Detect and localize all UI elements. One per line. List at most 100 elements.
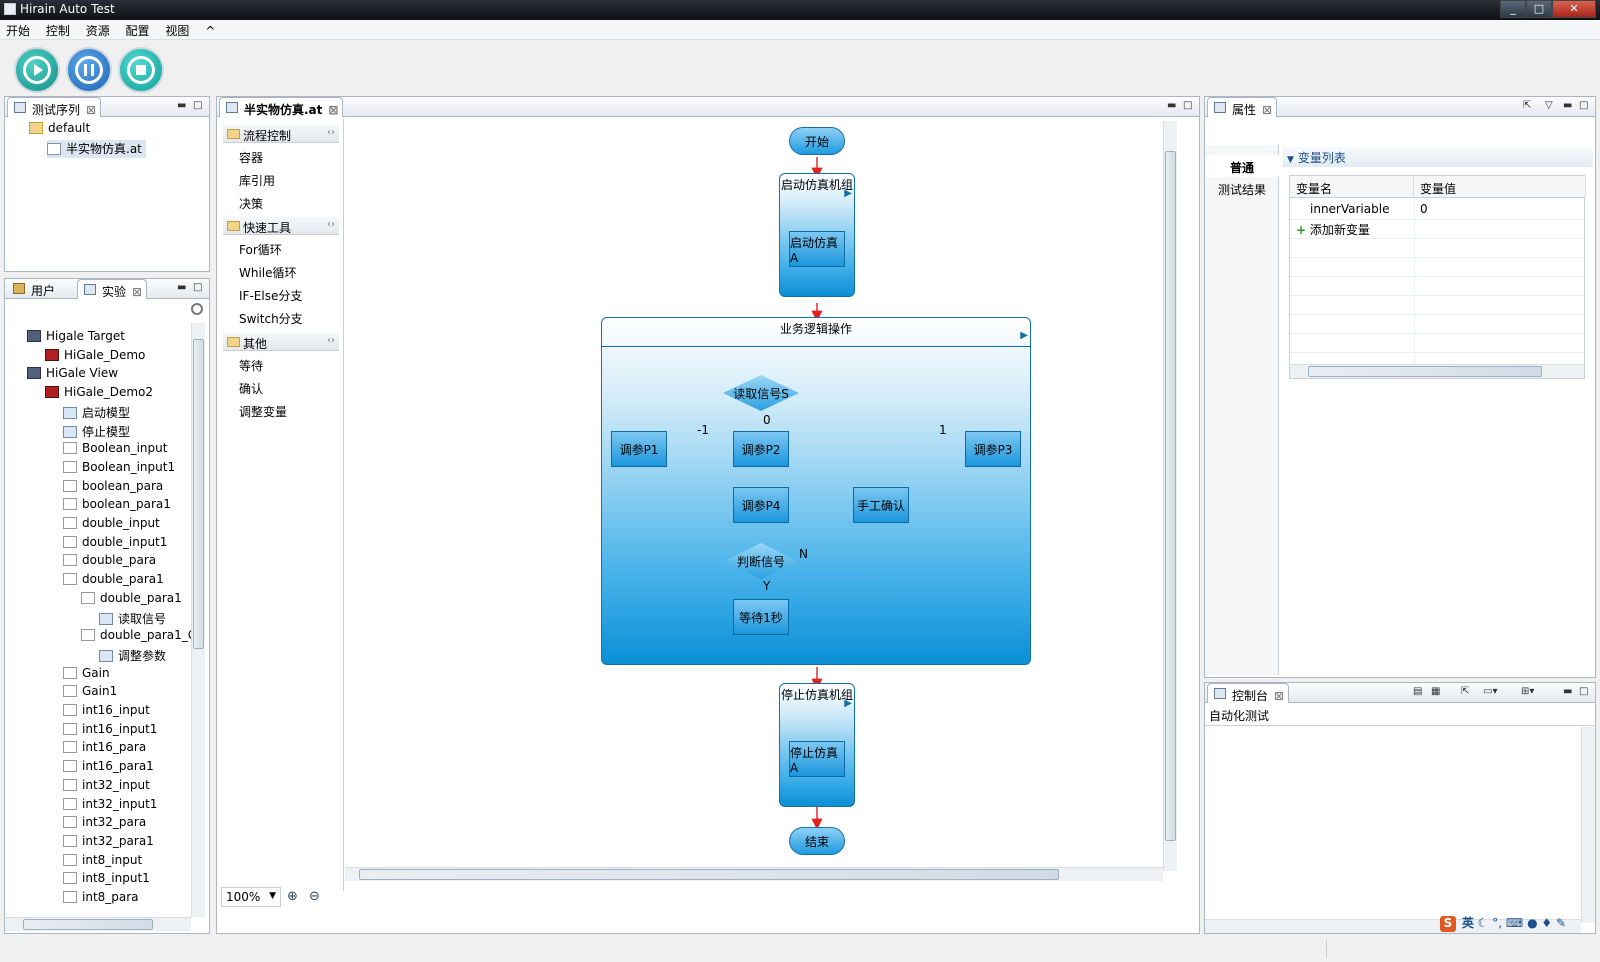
menu-view[interactable]: 视图 (165, 24, 190, 38)
minimize-icon[interactable]: ▬ (1563, 686, 1573, 697)
maximize-icon[interactable]: □ (1579, 100, 1589, 111)
tab-test-sequence[interactable]: 测试序列⊠ (7, 97, 102, 117)
menu-control[interactable]: 控制 (45, 24, 70, 38)
tree-item[interactable]: int32_para (63, 815, 146, 833)
zoom-control[interactable]: 100% ▼ (221, 887, 281, 907)
tree-item[interactable]: double_input1 (63, 535, 167, 553)
flow-node-p1[interactable]: 调参P1 (611, 431, 667, 467)
maximize-icon[interactable]: □ (193, 282, 203, 293)
palette-item-library[interactable]: 库引用 (239, 174, 276, 188)
flow-canvas[interactable]: 开始 启动仿真机组 ▶ 启动仿真A 业务逻辑操作 ▶ 读取信号S 调参P1 调参… (345, 121, 1163, 877)
experiment-scrollbar-h[interactable] (5, 917, 191, 931)
view-menu-icon[interactable]: ▽ (1545, 100, 1553, 111)
canvas-scrollbar-v[interactable] (1163, 121, 1177, 871)
expand-icon[interactable]: ▶ (1020, 330, 1028, 341)
tree-item[interactable]: int32_input (63, 778, 150, 796)
menu-collapse[interactable]: ^ (205, 24, 216, 38)
flow-start-node[interactable]: 开始 (789, 127, 845, 155)
zoom-out-icon[interactable]: ⊖ (309, 889, 320, 904)
tree-item[interactable]: int8_para (63, 890, 139, 908)
maximize-icon[interactable]: □ (1579, 686, 1589, 697)
column-header-name[interactable]: 变量名 (1290, 176, 1414, 198)
palette-item-while[interactable]: While循环 (239, 266, 297, 280)
minimize-icon[interactable]: ▬ (177, 282, 187, 293)
flow-node-manual[interactable]: 手工确认 (853, 487, 909, 523)
canvas-scrollbar-h[interactable] (345, 867, 1163, 881)
palette-item-switch[interactable]: Switch分支 (239, 312, 303, 326)
zoom-in-icon[interactable]: ⊕ (287, 889, 298, 904)
flow-node-wait[interactable]: 等待1秒 (733, 599, 789, 635)
scroll-thumb[interactable] (1165, 151, 1176, 841)
menu-config[interactable]: 配置 (125, 24, 150, 38)
flow-node-p2[interactable]: 调参P2 (733, 431, 789, 467)
tree-item[interactable]: Gain (63, 666, 110, 684)
variable-section-header[interactable]: ▼变量列表 (1283, 147, 1593, 167)
tree-item[interactable]: HiGale_Demo (45, 348, 145, 366)
tree-item[interactable]: 调整参数 (99, 647, 166, 665)
pause-button[interactable] (66, 47, 112, 93)
menu-resources[interactable]: 资源 (85, 24, 110, 38)
column-header-value[interactable]: 变量值 (1414, 176, 1586, 198)
ime-toolbar[interactable]: S 英 ☾ °, ⌨ ● ♦ ✎ (1440, 914, 1596, 932)
minimize-icon[interactable]: ▬ (1563, 100, 1573, 111)
palette-item-wait[interactable]: 等待 (239, 359, 264, 373)
maximize-button[interactable]: □ (1526, 0, 1552, 18)
tree-item[interactable]: int32_para1 (63, 834, 154, 852)
tab-experiment[interactable]: 实验⊠ (77, 279, 148, 299)
tree-item[interactable]: 读取信号 (99, 610, 166, 628)
minimize-button[interactable]: _ (1500, 0, 1526, 18)
tree-item[interactable]: double_para1 (63, 572, 164, 590)
tree-item[interactable]: double_para1 (81, 591, 182, 609)
tab-console[interactable]: 控制台⊠ (1207, 683, 1290, 703)
refresh-icon[interactable] (191, 303, 203, 315)
var-row-value[interactable]: 0 (1420, 202, 1428, 216)
tree-item[interactable]: HiGale_Demo2 (45, 385, 153, 403)
palette-item-ifelse[interactable]: IF-Else分支 (239, 289, 303, 303)
stop-button[interactable] (118, 47, 164, 93)
maximize-icon[interactable]: □ (1183, 100, 1193, 111)
close-button[interactable]: ✕ (1552, 0, 1596, 18)
scroll-thumb[interactable] (1308, 366, 1542, 377)
tree-item[interactable]: int8_input (63, 853, 142, 871)
expand-icon[interactable]: ▶ (844, 188, 852, 199)
tree-item-default[interactable]: default (29, 121, 90, 139)
tree-item[interactable]: int32_input1 (63, 797, 157, 815)
tab-users[interactable]: 用户 (7, 279, 59, 299)
menu-start[interactable]: 开始 (6, 24, 31, 38)
grid-scrollbar-h[interactable] (1290, 364, 1584, 378)
tree-item[interactable]: HiGale View (27, 366, 118, 384)
flow-node-p4[interactable]: 调参P4 (733, 487, 789, 523)
var-row-name[interactable]: innerVariable (1310, 202, 1390, 216)
display-console-icon[interactable]: ▭▾ (1483, 686, 1498, 697)
tree-item[interactable]: 启动模型 (63, 404, 130, 422)
experiment-scrollbar-v[interactable] (191, 323, 205, 917)
pin-icon[interactable]: ⇱ (1461, 686, 1470, 697)
tree-item[interactable]: int16_para (63, 740, 146, 758)
palette-item-container[interactable]: 容器 (239, 151, 264, 165)
side-tab-general[interactable]: 普通 (1205, 155, 1279, 177)
tree-item[interactable]: double_input (63, 516, 160, 534)
palette-item-decision[interactable]: 决策 (239, 197, 264, 211)
clear-console-icon[interactable]: ▤ (1413, 686, 1423, 697)
flow-node-stop-sim[interactable]: 停止仿真A (789, 741, 845, 777)
tree-item[interactable]: int16_para1 (63, 759, 154, 777)
close-icon[interactable]: ⊠ (1274, 689, 1285, 703)
side-tab-results[interactable]: 测试结果 (1217, 183, 1266, 197)
scroll-thumb[interactable] (23, 919, 153, 930)
tree-item[interactable]: boolean_para (63, 479, 163, 497)
minimize-icon[interactable]: ▬ (1167, 100, 1177, 111)
close-icon[interactable]: ⊠ (132, 285, 143, 299)
tree-item[interactable]: int16_input1 (63, 722, 157, 740)
flow-end-node[interactable]: 结束 (789, 827, 845, 855)
tree-item[interactable]: Gain1 (63, 684, 117, 702)
scroll-thumb[interactable] (359, 869, 1059, 880)
tab-properties[interactable]: 属性⊠ (1207, 97, 1278, 117)
palette-item-for[interactable]: For循环 (239, 243, 282, 257)
tab-editor-file[interactable]: 半实物仿真.at⊠ (219, 97, 344, 117)
palette-item-confirm[interactable]: 确认 (239, 382, 264, 396)
pin-icon[interactable]: ⇱ (1523, 100, 1532, 111)
expand-icon[interactable]: ▶ (844, 698, 852, 709)
close-icon[interactable]: ⊠ (1262, 103, 1273, 117)
tree-item[interactable]: 停止模型 (63, 423, 130, 441)
tree-item[interactable]: double_para (63, 553, 156, 571)
